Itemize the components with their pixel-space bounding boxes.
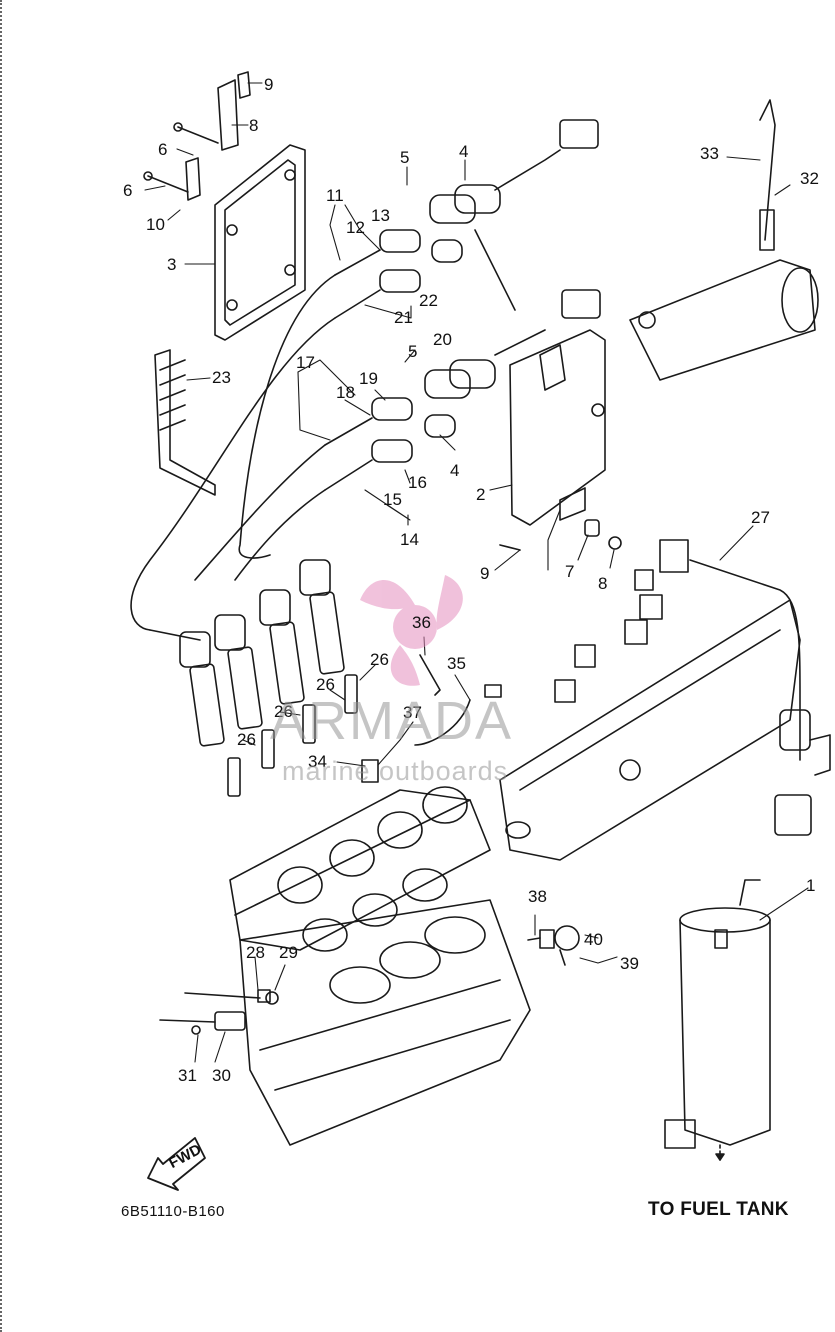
part-label-11: 9 [264, 75, 274, 94]
spark-plugs [227, 674, 358, 797]
part-label-7: 7 [565, 562, 575, 581]
part-label-23: 21 [394, 308, 413, 327]
part-label-30: 30 [212, 1066, 231, 1085]
plug-boots [149, 559, 345, 747]
leader-lines [144, 82, 809, 1063]
part-label-40: 40 [584, 930, 603, 949]
part-label-22: 20 [433, 330, 452, 349]
part-label-15: 13 [371, 206, 390, 225]
part-label-2: 2 [476, 485, 486, 504]
part-label-9: 9 [480, 564, 490, 583]
watermark-title: ARMADA [270, 691, 514, 751]
part-label-26b: 26 [316, 675, 335, 694]
part-label-5a: 5 [400, 148, 410, 167]
part-label-5b: 5 [408, 342, 418, 361]
diagram-code: 6B51110-B160 [121, 1203, 225, 1220]
part-label-24: 22 [419, 291, 438, 310]
part-label-29: 29 [279, 943, 298, 962]
cover-plate [214, 144, 306, 341]
part-label-13: 11 [326, 186, 344, 205]
part-label-36: 36 [412, 613, 431, 632]
bracket-10 [185, 71, 251, 201]
plug-caps-lower [324, 397, 413, 491]
part-label-4b: 4 [450, 461, 460, 480]
fuel-pump-module [664, 879, 771, 1161]
part-label-39: 39 [620, 954, 639, 973]
wire-harness [689, 559, 831, 836]
part-label-32: 32 [800, 169, 819, 188]
part-label-35: 35 [447, 654, 466, 673]
part-label-6b: 6 [123, 181, 133, 200]
part-label-25: 23 [212, 368, 231, 387]
watermark-subtitle: marine outboards [282, 756, 509, 786]
part-label-26c: 26 [274, 702, 293, 721]
ignition-coil-upper [429, 119, 599, 311]
part-label-31: 31 [178, 1066, 197, 1085]
fwd-arrow [147, 1137, 206, 1191]
part-label-38: 38 [528, 887, 547, 906]
part-label-12: 10 [146, 215, 165, 234]
part-label-20: 18 [336, 383, 355, 402]
high-tension-cords [130, 274, 336, 631]
part-label-6a: 6 [158, 140, 168, 159]
part-label-16: 14 [400, 530, 419, 549]
part-label-8: 8 [598, 574, 608, 593]
intake-manifold [499, 539, 801, 861]
part-label-4a: 4 [459, 142, 469, 161]
clamp-25 [154, 349, 216, 496]
plug-caps-upper [334, 229, 421, 319]
part-label-1: 1 [806, 876, 816, 895]
throttle-assembly [629, 99, 819, 381]
ignition-coil-lower [424, 289, 601, 438]
part-label-14: 12 [346, 218, 365, 237]
part-label-17: 15 [383, 490, 402, 509]
left-dotted-border [0, 0, 4, 1332]
part-label-18: 16 [408, 473, 427, 492]
part-label-28: 28 [246, 943, 265, 962]
small-sensors [159, 519, 622, 1035]
part-label-27: 27 [751, 508, 770, 527]
fuel-tank-label: TO FUEL TANK [648, 1199, 789, 1220]
part-label-26d: 26 [237, 730, 256, 749]
part-label-33: 33 [700, 144, 719, 163]
part-label-21: 19 [359, 369, 378, 388]
part-label-34: 34 [308, 752, 327, 771]
part-label-19: 17 [296, 353, 315, 372]
part-label-3: 3 [167, 255, 177, 274]
part-label-26a: 26 [370, 650, 389, 669]
cylinder-block [239, 868, 531, 1146]
cylinder-head [229, 786, 491, 951]
watermark-logo [360, 575, 463, 686]
part-label-37: 37 [403, 703, 422, 722]
part-label-10: 8 [249, 116, 259, 135]
ecu-unit [509, 329, 606, 526]
